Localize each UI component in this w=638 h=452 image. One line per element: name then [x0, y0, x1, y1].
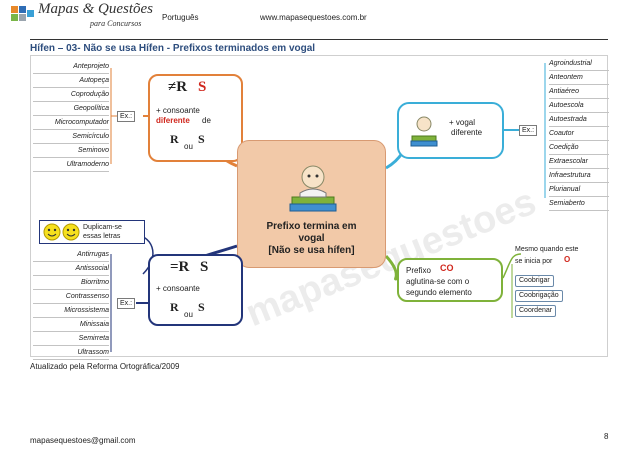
dup-line-1: Duplicam-se: [83, 224, 122, 231]
list-item: Microcomputador: [33, 116, 109, 130]
node-different-vowel: + vogal diferente: [397, 102, 504, 159]
small-ou: ou: [184, 310, 193, 319]
node-line-segundo: segundo elemento: [406, 288, 472, 297]
node-different-consonant: ≠R S + consoante diferente de R ou S: [148, 74, 243, 162]
list-item: Autoescola: [549, 99, 609, 113]
list-item: Autoestrada: [549, 113, 609, 127]
node-co: CO: [440, 263, 454, 273]
list-item: Geopolítica: [33, 102, 109, 116]
note-line-2: se inicia por: [515, 258, 553, 265]
dup-line-2: essas letras: [83, 233, 121, 240]
update-note: Atualizado pela Reforma Ortográfica/2009: [30, 362, 180, 371]
node-line-aglutina: aglutina-se com o: [406, 277, 470, 286]
symbol-not-r: ≠R: [168, 79, 188, 95]
center-title: Prefixo termina em vogal [Não se usa híf…: [266, 221, 357, 256]
list-item: Anteontem: [549, 71, 609, 85]
page-number: 8: [604, 432, 609, 441]
logo-square-orange: [11, 6, 18, 13]
logo-square-green: [11, 14, 18, 21]
list-item: Semiaberto: [549, 197, 609, 211]
list-item: Agroindustrial: [549, 57, 609, 71]
examples-list-doubled: Antirrugas Antissocial Biorritmo Contras…: [33, 248, 109, 360]
list-item: Antirrugas: [33, 248, 109, 262]
contact-email[interactable]: mapasequestoes@gmail.com: [30, 436, 136, 445]
node-prefix-co: Prefixo CO aglutina-se com o segundo ele…: [397, 258, 503, 302]
ex-label: Ex.:: [117, 298, 136, 309]
list-item: Seminovo: [33, 144, 109, 158]
small-r: R: [170, 132, 179, 146]
mind-map: mapasequestoes Anteprojeto Autopeça Copr…: [30, 55, 609, 360]
node-line-diferente: diferente: [156, 116, 190, 125]
note-o: O: [564, 255, 571, 264]
symbol-eq-r: =R: [170, 259, 190, 275]
small-s: S: [198, 132, 205, 146]
ex-label: Ex.:: [117, 111, 136, 122]
symbol-s: S: [198, 79, 207, 95]
list-item: Coedição: [549, 141, 609, 155]
list-item: Antiaéreo: [549, 85, 609, 99]
center-node: Prefixo termina em vogal [Não se usa híf…: [237, 140, 386, 268]
list-item: Minissaia: [33, 318, 109, 332]
example-pill: Coobrigação: [515, 290, 563, 302]
list-item: Contrassenso: [33, 290, 109, 304]
list-item: Plurianual: [549, 183, 609, 197]
list-item: Autopeça: [33, 74, 109, 88]
node-line-prefixo: Prefixo: [406, 266, 431, 275]
list-item: Extraescolar: [549, 155, 609, 169]
list-item: Biorritmo: [33, 276, 109, 290]
node-line-consoante: + consoante: [156, 284, 200, 293]
list-item: Antissocial: [33, 262, 109, 276]
ex-label: Ex.:: [519, 125, 538, 136]
reading-character-icon: [289, 165, 337, 212]
node-line-diferente: diferente: [451, 128, 483, 137]
list-item: Coautor: [549, 127, 609, 141]
reading-character-icon: [410, 116, 438, 147]
list-item: Semicírculo: [33, 130, 109, 144]
small-s: S: [198, 300, 205, 314]
small-ou: ou: [184, 142, 193, 151]
page-title: Hífen – 03- Não se usa Hífen - Prefixos …: [30, 43, 316, 54]
node-line-de: de: [202, 116, 211, 125]
smiley-icon: [43, 223, 80, 241]
symbol-s: S: [200, 259, 209, 275]
list-item: Anteprojeto: [33, 60, 109, 74]
example-pill: Coobrigar: [515, 275, 554, 287]
node-line-consoante: + consoante: [156, 106, 200, 115]
duplicate-note: Duplicam-se essas letras: [39, 220, 145, 244]
examples-list-prefix-consonant: Anteprojeto Autopeça Coprodução Geopolít…: [33, 60, 109, 172]
list-item: Ultrassom: [33, 346, 109, 360]
list-item: Coprodução: [33, 88, 109, 102]
list-item: Ultramoderno: [33, 158, 109, 172]
subject-label: Português: [162, 13, 199, 22]
brand-name: Mapas & Questões: [38, 1, 153, 17]
examples-list-prefix-vowel: Agroindustrial Anteontem Antiaéreo Autoe…: [549, 57, 609, 211]
list-item: Microssistema: [33, 304, 109, 318]
node-same-consonant: =R S + consoante R ou S: [148, 254, 243, 326]
node-line-vogal: + vogal: [449, 118, 476, 127]
small-r: R: [170, 300, 179, 314]
logo-square-gray: [19, 14, 26, 21]
logo-square-cyan: [27, 10, 34, 17]
example-pill: Coordenar: [515, 305, 557, 317]
list-item: Infraestrutura: [549, 169, 609, 183]
website-link[interactable]: www.mapasequestoes.com.br: [260, 13, 367, 22]
list-item: Semirreta: [33, 332, 109, 346]
note-line-1: Mesmo quando este: [515, 246, 579, 253]
brand-subtitle: para Concursos: [90, 19, 142, 28]
header-rule: [30, 39, 608, 40]
logo-square-blue: [19, 6, 26, 13]
